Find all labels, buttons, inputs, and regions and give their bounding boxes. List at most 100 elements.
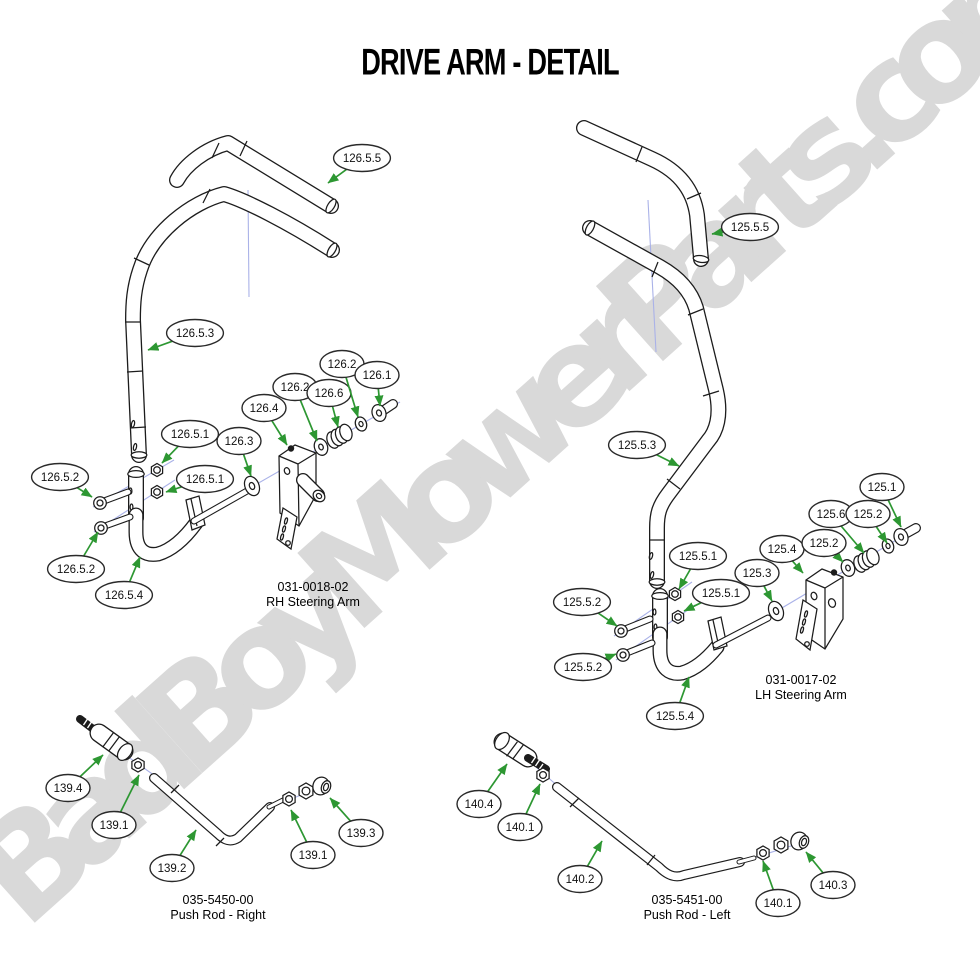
- callout-126.5.5: 126.5.5: [327, 143, 392, 184]
- callout-label: 126.1: [363, 370, 392, 382]
- caption-push-rod-right: 035-5450-00 Push Rod - Right: [170, 893, 265, 923]
- callout-bubble: [241, 393, 287, 423]
- callout-125.2: 125.2: [845, 499, 891, 544]
- callout-126.5.3: 126.5.3: [147, 318, 225, 351]
- callout-bubble: [216, 426, 262, 456]
- leader-arrow: [179, 829, 197, 856]
- callout-bubble: [552, 587, 612, 617]
- callout-label: 126.5.1: [186, 474, 224, 486]
- callout-bubble: [354, 360, 400, 390]
- leader-arrow: [242, 453, 252, 477]
- lh-socket-screw: [616, 639, 656, 662]
- callout-label: 125.5.2: [563, 597, 601, 609]
- callout-126.5.2: 126.5.2: [30, 462, 93, 498]
- bolt-hole: [652, 608, 657, 616]
- callout-bubble: [290, 840, 336, 870]
- tube-open-end: [692, 254, 710, 264]
- leader-arrow: [299, 399, 318, 442]
- hex-jam-nut: [536, 767, 550, 783]
- callout-125.5.2: 125.5.2: [552, 587, 618, 627]
- callout-125.2: 125.2: [801, 528, 847, 563]
- tube-open-end: [584, 220, 596, 236]
- callout-bubble: [91, 810, 137, 840]
- callout-label: 140.1: [764, 898, 793, 910]
- callout-bubble: [553, 652, 613, 682]
- tube-open-end: [326, 242, 338, 258]
- callout-125.5.4: 125.5.4: [645, 676, 705, 731]
- leader-arrow: [82, 531, 99, 557]
- lh-steering-arm-drawing: [576, 120, 921, 681]
- callout-126.5.1: 126.5.1: [165, 464, 235, 494]
- leader-arrow: [763, 585, 773, 602]
- callout-label: 126.5.4: [105, 590, 144, 602]
- callout-label: 125.1: [868, 482, 897, 494]
- callout-126.3: 126.3: [216, 426, 262, 477]
- callout-125.5.1: 125.5.1: [668, 541, 728, 590]
- bracket-hole: [810, 591, 818, 601]
- callout-bubble: [845, 499, 891, 529]
- part-number: 031-0017-02: [765, 673, 837, 687]
- callout-139.2: 139.2: [149, 829, 197, 883]
- tube-segment-ticks: [635, 146, 720, 541]
- leader-arrow: [290, 809, 308, 843]
- part-number: 031-0018-02: [277, 580, 349, 594]
- rod-end-bearing: [298, 776, 332, 800]
- leader-arrow: [832, 551, 844, 563]
- page-title: DRIVE ARM - DETAIL: [361, 42, 619, 84]
- leader-arrow: [604, 653, 617, 663]
- rh-socket-screw: [93, 488, 132, 510]
- callout-125.5.2: 125.5.2: [553, 652, 617, 682]
- callout-label: 126.5.3: [176, 328, 214, 340]
- callout-125.5.5: 125.5.5: [711, 212, 780, 242]
- rh-washer: [313, 438, 329, 456]
- lh-washer-125-3: [767, 600, 785, 622]
- callout-label: 125.3: [743, 568, 772, 580]
- callout-label: 126.4: [250, 403, 279, 415]
- callout-label: 125.5.5: [731, 222, 769, 234]
- callout-label: 140.4: [465, 799, 494, 811]
- mount-slot: [648, 551, 654, 561]
- callout-126.5.4: 126.5.4: [94, 556, 154, 610]
- lh-hex-nut: [668, 586, 682, 602]
- leader-arrow: [875, 526, 888, 544]
- leader-arrow: [119, 774, 140, 813]
- rod-end-bearing: [773, 831, 810, 854]
- callout-126.5.1: 126.5.1: [160, 419, 220, 464]
- caption-lh-steering-arm: 031-0017-02 LH Steering Arm: [755, 673, 847, 703]
- leader-arrow: [165, 484, 182, 493]
- callout-label: 125.5.3: [618, 440, 656, 452]
- part-name: Push Rod - Left: [643, 908, 731, 922]
- callout-bubble: [734, 558, 780, 588]
- callout-125.6: 125.6: [808, 499, 865, 554]
- callout-bubble: [810, 870, 856, 900]
- callout-bubble: [557, 864, 603, 894]
- leader-arrow: [678, 676, 690, 703]
- push-rod: [552, 782, 757, 882]
- leader-arrow: [656, 454, 680, 467]
- leader-arrow: [327, 168, 348, 184]
- callout-bubble: [338, 818, 384, 848]
- leader-arrow: [128, 556, 141, 583]
- callout-bubble: [645, 701, 705, 731]
- callout-bubble: [165, 318, 225, 348]
- callout-bubble: [801, 528, 847, 558]
- rh-socket-screw: [94, 513, 134, 535]
- callout-bubble: [175, 464, 235, 494]
- leader-arrow: [525, 783, 541, 815]
- callout-bubble: [45, 773, 91, 803]
- callout-label: 126.3: [225, 436, 254, 448]
- mount-slot: [649, 570, 655, 580]
- callouts-rh-steering-arm: 126.5.5 126.5.3 126.5.1 126.5.1 126.5.2 126.5…: [30, 143, 400, 610]
- grease-fitting: [287, 445, 295, 452]
- callout-125.5.1: 125.5.1: [683, 578, 751, 612]
- ball-joint: [493, 731, 550, 773]
- hex-jam-nut: [756, 845, 770, 861]
- leader-arrow: [330, 406, 340, 428]
- callout-140.3: 140.3: [805, 851, 856, 900]
- callout-label: 139.4: [54, 783, 83, 795]
- callout-125.3: 125.3: [734, 558, 780, 602]
- hex-jam-nut: [131, 757, 145, 773]
- callout-label: 126.2: [281, 382, 310, 394]
- rh-hex-nut: [150, 462, 164, 478]
- part-name: Push Rod - Right: [170, 908, 266, 922]
